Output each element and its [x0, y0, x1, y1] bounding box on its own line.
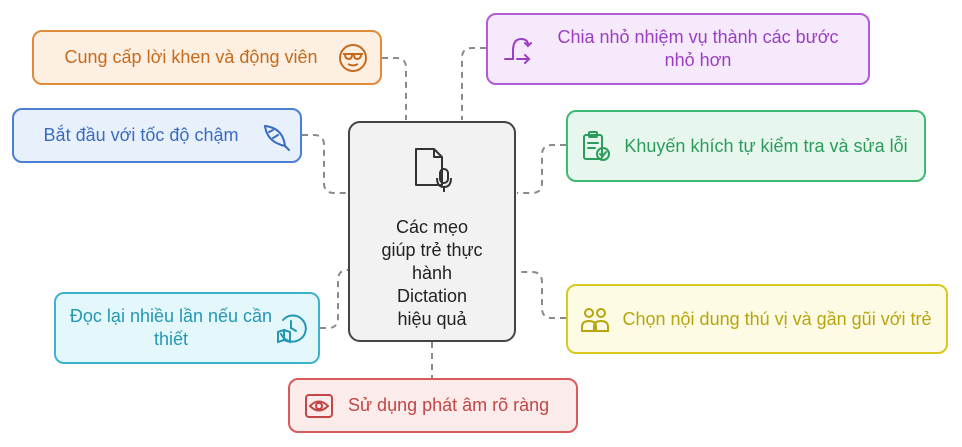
- tip-node-content: Chọn nội dung thú vị và gần gũi với trẻ: [566, 284, 948, 354]
- document-microphone-icon: [408, 145, 456, 198]
- central-topic-node: Các mẹo giúp trẻ thực hành Dictation hiệ…: [348, 121, 516, 342]
- feather-icon: [258, 119, 292, 153]
- connector-praise: [382, 57, 407, 120]
- connector-break-down: [461, 47, 486, 120]
- tip-text-slow: Bắt đầu với tốc độ chậm: [43, 125, 239, 145]
- tip-text-content: Chọn nội dung thú vị và gần gũi với trẻ: [622, 308, 932, 329]
- connector-self-check: [517, 144, 566, 194]
- central-topic-title: Các mẹo giúp trẻ thực hành Dictation hiệ…: [381, 217, 483, 329]
- tip-node-reread: Đọc lại nhiều lần nếu cần thiết: [54, 292, 320, 364]
- tip-text-praise: Cung cấp lời khen và động viên: [64, 47, 318, 67]
- people-icon: [578, 302, 612, 336]
- clipboard-check-icon: [578, 129, 612, 163]
- tip-text-reread: Đọc lại nhiều lần nếu cần thiết: [69, 306, 273, 349]
- tip-node-break-down: Chia nhỏ nhiệm vụ thành các bước nhỏ hơn: [486, 13, 870, 85]
- tip-node-praise: Cung cấp lời khen và động viên: [32, 30, 382, 85]
- eye-scan-icon: [302, 389, 336, 423]
- tip-text-self-check: Khuyến khích tự kiểm tra và sửa lỗi: [624, 135, 908, 156]
- tip-node-slow: Bắt đầu với tốc độ chậm: [12, 108, 302, 163]
- tip-text-break-down: Chia nhỏ nhiệm vụ thành các bước nhỏ hơn: [557, 27, 839, 70]
- tip-node-pronounce: Sử dụng phát âm rõ ràng: [288, 378, 578, 433]
- connector-slow: [302, 134, 348, 194]
- stairs-path-icon: [500, 32, 534, 66]
- connector-reread: [320, 269, 349, 329]
- connector-content: [517, 271, 566, 319]
- clock-book-icon: [274, 311, 308, 345]
- tip-text-pronounce: Sử dụng phát âm rõ ràng: [348, 395, 550, 415]
- tip-node-self-check: Khuyến khích tự kiểm tra và sửa lỗi: [566, 110, 926, 182]
- sunglasses-face-icon: [336, 41, 370, 75]
